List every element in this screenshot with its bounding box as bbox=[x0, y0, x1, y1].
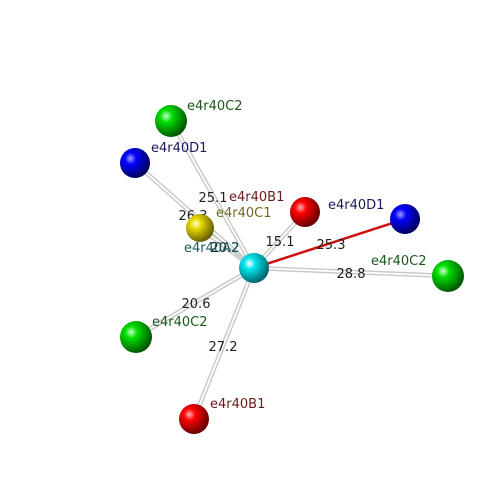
atom-c2_right[interactable] bbox=[432, 260, 464, 292]
atom-c2_top[interactable] bbox=[155, 105, 187, 137]
bonds-layer bbox=[133, 119, 449, 420]
bond-d1_right bbox=[253, 217, 406, 270]
distance-label: 20.6 bbox=[182, 297, 211, 312]
bond-c2_right bbox=[253, 268, 448, 279]
atom-center[interactable] bbox=[239, 253, 269, 283]
atom-label: e4r40B1 bbox=[229, 190, 284, 205]
bond-c2_top-shadow bbox=[168, 121, 254, 270]
bond-b1_bottom bbox=[191, 267, 254, 419]
atom-label: e4r40C2 bbox=[152, 315, 208, 330]
atom-b1_top[interactable] bbox=[290, 197, 320, 227]
atom-c1_yellow[interactable] bbox=[186, 214, 214, 242]
distance-label: 25.3 bbox=[317, 238, 346, 253]
labels-layer: e4r40C2e4r40D1e4r40C1e4r40B1e4r40D1e4r40… bbox=[151, 99, 427, 412]
atom-label: e4r40D1 bbox=[151, 141, 207, 156]
atom-d1_left[interactable] bbox=[120, 148, 150, 178]
distance-label: 27.2 bbox=[209, 340, 238, 355]
bond-c2_top bbox=[171, 119, 257, 268]
bond-b1_bottom-shadow bbox=[194, 268, 257, 420]
atoms-layer bbox=[120, 105, 464, 434]
atom-label: e4r40C1 bbox=[216, 206, 272, 221]
distances-layer: 25.126.320.215.125.328.820.627.2 bbox=[179, 191, 366, 355]
atom-b1_bottom[interactable] bbox=[179, 404, 209, 434]
bond-d1_left bbox=[135, 161, 256, 268]
distance-label: 20.2 bbox=[211, 241, 240, 256]
distance-label: 25.1 bbox=[199, 191, 228, 206]
center-atom-label: e4r40A2 bbox=[184, 241, 239, 256]
atom-label: e4r40C2 bbox=[371, 254, 427, 269]
atom-label: e4r40B1 bbox=[210, 397, 265, 412]
bond-c2_left-shadow bbox=[136, 268, 256, 339]
bond-c2_right-shadow bbox=[254, 265, 449, 276]
distance-label: 28.8 bbox=[337, 267, 366, 282]
atom-label: e4r40D1 bbox=[328, 198, 384, 213]
atom-c2_left[interactable] bbox=[120, 321, 152, 353]
distance-label: 15.1 bbox=[266, 235, 295, 250]
bond-c2_left bbox=[134, 266, 254, 337]
atom-d1_right[interactable] bbox=[390, 204, 420, 234]
atom-label: e4r40C2 bbox=[187, 99, 243, 114]
